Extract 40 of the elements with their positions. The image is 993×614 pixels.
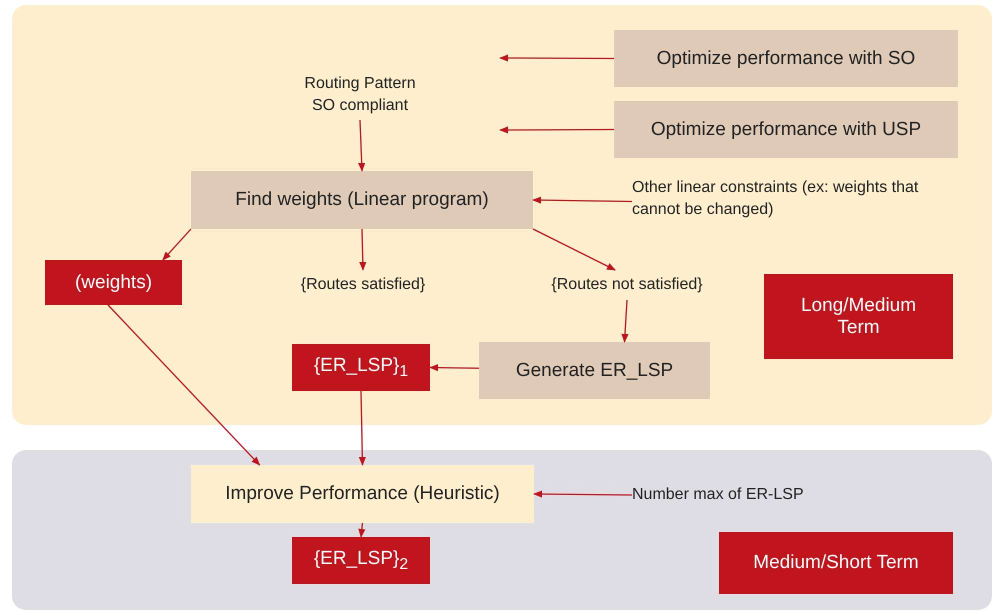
process-box [479,342,710,399]
box-label: Find weights (Linear program) [235,189,489,211]
arrow [358,390,366,466]
text-label: {Routes satisfied} [300,275,426,296]
panel-background [12,450,992,610]
box-label: Improve Performance (Heuristic) [225,483,500,505]
text-label: Number max of ER-LSP [632,485,804,506]
highlight-box [764,274,953,359]
panel-background [12,5,992,425]
box-label: Optimize performance with USP [650,118,922,140]
box-label: Long/Medium Term [800,294,918,338]
arrow [358,522,366,538]
arrow [358,120,366,172]
arrow [532,196,632,204]
arrow [359,228,366,271]
highlight-box [719,532,953,594]
text-label: {Routes not satisfied} [551,275,703,296]
box-label: (weights) [74,272,152,294]
arrow [499,54,614,62]
arrow [533,490,632,498]
box-label: Optimize performance with SO [656,48,916,70]
arrow [621,300,629,343]
process-box [191,465,534,523]
box-label: Generate ER_LSP [516,360,674,382]
arrow [532,228,616,271]
process-box [191,171,533,229]
arrow [429,364,479,372]
process-box [614,101,958,158]
highlight-box [292,344,430,391]
box-label: {ER_LSP}$_{1}$ [314,354,408,380]
text-label: Routing Pattern SO compliant [303,74,417,116]
arrow [162,228,192,261]
highlight-box [292,537,430,584]
box-label: {ER_LSP}$_{2}$ [314,548,408,574]
arrow [499,126,614,134]
arrow [108,304,260,466]
highlight-box [45,260,182,305]
text-label: Other linear constraints (ex: weights that cannot be changed) [632,178,920,220]
box-label: Medium/Short Term [753,552,919,574]
process-box [614,30,958,87]
